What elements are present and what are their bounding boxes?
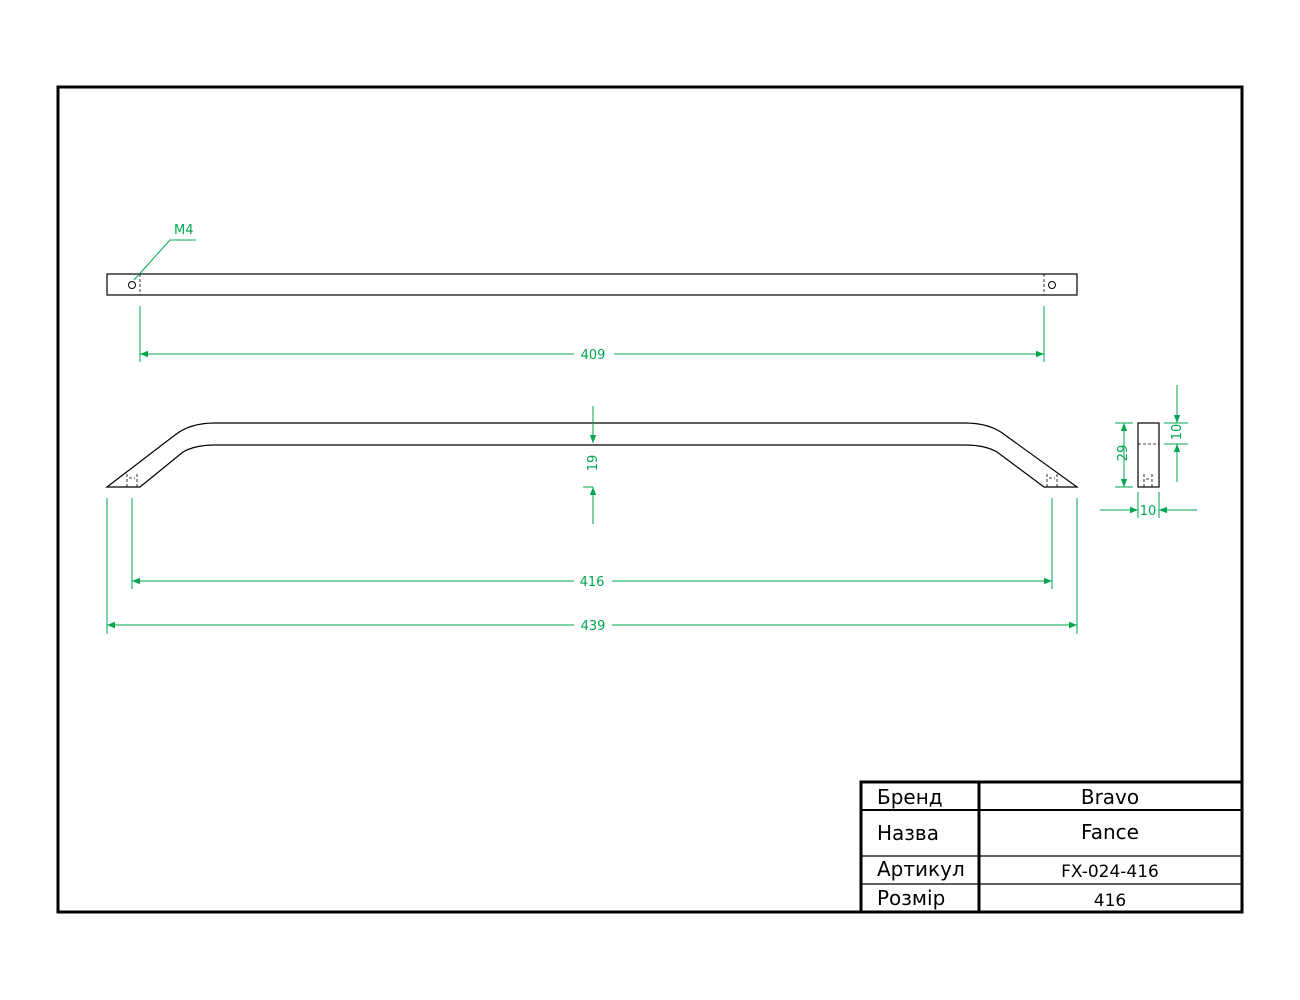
handle-front-outline — [105, 422, 1079, 488]
dim-text-439: 439 — [581, 619, 606, 634]
dim-text-29: 29 — [1116, 445, 1131, 462]
right-hidden-hole — [1046, 472, 1058, 487]
article-label: Артикул — [877, 857, 965, 881]
dim-text-19: 19 — [586, 455, 601, 472]
right-hole-icon — [1048, 281, 1056, 289]
dim-text-10-vertical: 10 — [1170, 424, 1185, 441]
side-view: 29 10 10 — [1100, 385, 1197, 519]
title-block-frame — [859, 780, 1244, 914]
handle-top-outline — [106, 273, 1078, 296]
left-hidden-hole — [126, 472, 138, 487]
article-value: FX-024-416 — [1061, 862, 1159, 882]
thread-leader-line — [133, 239, 196, 281]
side-hidden-hole — [1143, 474, 1153, 487]
drawing-frame — [56, 85, 1244, 914]
front-view: 19 416 439 — [105, 406, 1079, 634]
dim-text-10-width: 10 — [1140, 504, 1157, 519]
dim-text-416: 416 — [580, 575, 605, 590]
name-label: Назва — [877, 821, 939, 845]
size-label: Розмір — [877, 886, 945, 910]
dim-text-409: 409 — [581, 348, 606, 363]
handle-side-outline — [1137, 422, 1160, 488]
brand-label: Бренд — [877, 785, 943, 809]
left-hole-icon — [128, 281, 136, 289]
top-view: M4 409 — [106, 223, 1078, 363]
thread-label: M4 — [174, 223, 194, 238]
name-value: Fance — [1081, 820, 1139, 844]
title-block: Бренд Bravo Назва Fance Артикул FX-024-4… — [859, 780, 1244, 914]
size-value: 416 — [1094, 891, 1126, 911]
brand-value: Bravo — [1081, 785, 1139, 809]
